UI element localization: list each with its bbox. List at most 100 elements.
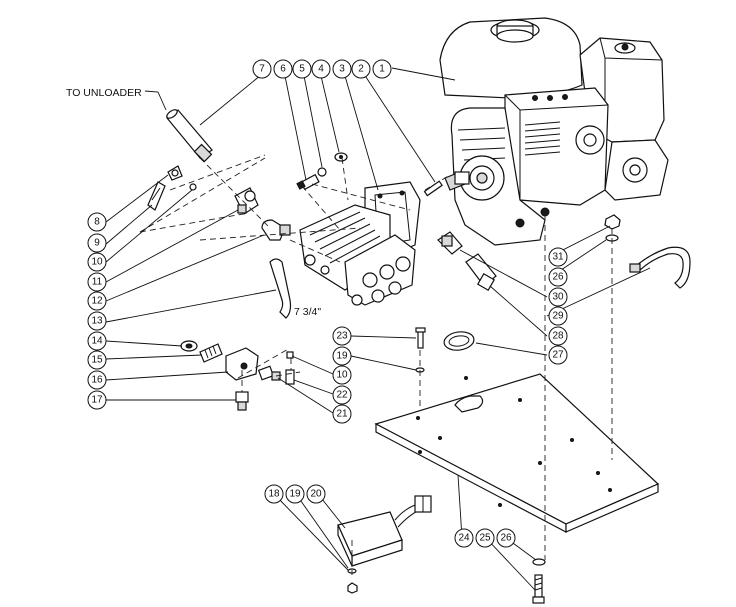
callout-4: 4	[311, 59, 331, 79]
svg-text:4: 4	[318, 64, 324, 75]
svg-text:13: 13	[91, 316, 103, 327]
hose-length-label: 7 3/4"	[294, 306, 321, 318]
callout-17: 17	[87, 390, 107, 410]
svg-text:23: 23	[336, 331, 348, 342]
svg-text:14: 14	[91, 336, 103, 347]
callout-1: 1	[372, 59, 392, 79]
callout-10: 10	[87, 252, 107, 272]
svg-text:27: 27	[552, 350, 564, 361]
svg-text:10: 10	[91, 257, 103, 268]
svg-text:3: 3	[339, 64, 345, 75]
svg-text:28: 28	[552, 331, 564, 342]
svg-text:10: 10	[336, 370, 348, 381]
part-9-clip	[147, 181, 166, 211]
svg-text:12: 12	[91, 296, 103, 307]
callout-7: 7	[252, 59, 272, 79]
part-11-tee	[234, 187, 259, 215]
alignment-lines	[139, 154, 613, 575]
callout-11: 11	[87, 272, 107, 292]
svg-text:17: 17	[91, 395, 103, 406]
callout-12: 12	[87, 291, 107, 311]
svg-text:31: 31	[552, 252, 564, 263]
part-20-connector	[337, 495, 432, 567]
callout-21: 21	[332, 404, 352, 424]
callout-14: 14	[87, 331, 107, 351]
callout-15: 15	[87, 350, 107, 370]
svg-text:21: 21	[336, 409, 348, 420]
svg-text:26: 26	[552, 272, 564, 283]
callout-27: 27	[548, 345, 568, 365]
pressure-pump	[299, 181, 421, 306]
part-12-elbow	[261, 219, 291, 241]
part-28-fitting	[465, 253, 497, 292]
part-21-adapter	[257, 365, 281, 381]
callout-bubbles: 7 6 5 4 3 2 1 8 9 10 11 12 13 14 15 16 1…	[87, 59, 568, 548]
engine	[439, 17, 669, 246]
svg-text:20: 20	[310, 489, 322, 500]
svg-text:5: 5	[299, 64, 305, 75]
svg-text:29: 29	[552, 311, 564, 322]
callout-22: 22	[332, 385, 352, 405]
svg-text:22: 22	[336, 390, 348, 401]
callout-10-b: 10	[332, 365, 352, 385]
callout-19: 19	[332, 346, 352, 366]
callout-19-b: 19	[285, 484, 305, 504]
callout-29: 29	[548, 306, 568, 326]
to-unloader-label: TO UNLOADER	[66, 87, 142, 99]
svg-text:30: 30	[552, 292, 564, 303]
svg-text:8: 8	[94, 217, 100, 228]
callout-2: 2	[351, 59, 371, 79]
callout-13: 13	[87, 311, 107, 331]
callout-5: 5	[292, 59, 312, 79]
part-30-elbow	[437, 231, 463, 255]
callout-30: 30	[548, 287, 568, 307]
callout-24: 24	[454, 528, 474, 548]
callout-3: 3	[332, 59, 352, 79]
part-14-clamp	[180, 340, 198, 352]
part-18-nut	[347, 582, 358, 594]
svg-text:26: 26	[500, 533, 512, 544]
part-8-fitting	[167, 165, 183, 181]
callout-31: 31	[548, 247, 568, 267]
part-17-fitting	[235, 391, 249, 411]
svg-text:15: 15	[91, 355, 103, 366]
part-26-washer-b	[532, 558, 546, 566]
callout-20: 20	[306, 484, 326, 504]
part-10-oring-b	[286, 351, 294, 359]
part-13-hose	[269, 258, 292, 319]
part-7-tube	[166, 109, 213, 163]
callout-8: 8	[87, 212, 107, 232]
callout-9: 9	[87, 233, 107, 253]
callout-26: 26	[548, 267, 568, 287]
callout-25: 25	[475, 528, 495, 548]
part-10-oring	[189, 183, 197, 191]
part-6-bolt	[296, 173, 320, 191]
svg-text:9: 9	[94, 238, 100, 249]
svg-text:1: 1	[379, 64, 385, 75]
svg-text:19: 19	[289, 489, 301, 500]
svg-text:18: 18	[268, 489, 280, 500]
callout-6: 6	[273, 59, 293, 79]
svg-text:11: 11	[92, 277, 103, 288]
callout-26-b: 26	[496, 528, 516, 548]
svg-text:25: 25	[479, 533, 491, 544]
callout-28: 28	[548, 326, 568, 346]
part-15-nipple	[199, 343, 223, 363]
svg-text:19: 19	[336, 351, 348, 362]
part-22-plug	[285, 369, 295, 385]
svg-text:24: 24	[458, 533, 470, 544]
part-23-bolt	[415, 327, 426, 349]
part-25-bolt	[532, 574, 545, 604]
leader-lines	[105, 67, 651, 591]
part-24-base-plate	[374, 373, 660, 533]
callout-23: 23	[332, 326, 352, 346]
part-31-nut	[604, 214, 621, 230]
callout-18: 18	[264, 484, 284, 504]
part-5-lockwasher	[317, 167, 327, 177]
part-27-gasket	[443, 331, 475, 351]
part-29-fuel-hose	[629, 246, 691, 289]
callout-16: 16	[87, 370, 107, 390]
svg-text:16: 16	[91, 375, 103, 386]
